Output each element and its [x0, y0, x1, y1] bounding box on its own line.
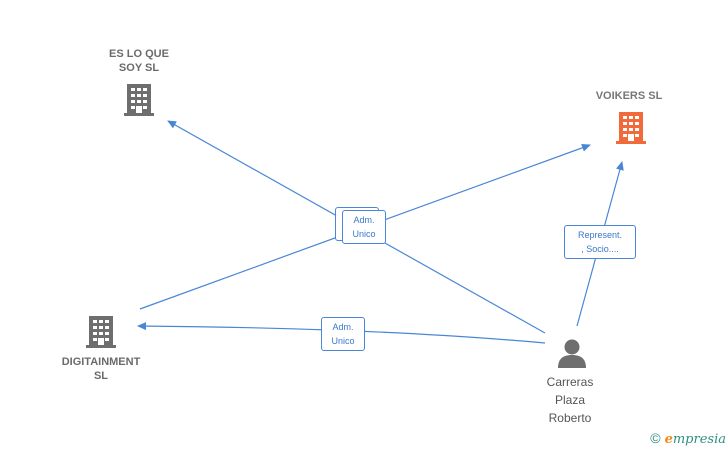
- edge-label-line: Unico: [352, 229, 376, 239]
- building-icon[interactable]: [124, 84, 154, 116]
- building-icon-highlight[interactable]: [616, 112, 646, 144]
- copyright-icon: ©: [650, 430, 661, 446]
- label-line: Plaza: [554, 393, 586, 407]
- brand-logo-text: mpresia: [672, 432, 726, 447]
- label-line: Roberto: [548, 411, 592, 425]
- label-line: SOY SL: [118, 62, 160, 74]
- edge-label-adm-unico-bottom[interactable]: Adm. Unico: [321, 317, 365, 351]
- company-label-digitainment[interactable]: DIGITAINMENT SL: [51, 355, 151, 383]
- edge-label-represent-socio[interactable]: Represent. , Socio....: [564, 225, 636, 259]
- label-line: ES LO QUE: [109, 48, 169, 60]
- edge-label-adm-unico-top[interactable]: Adm. Unico: [342, 210, 386, 244]
- edge-label-line: Adm.: [332, 322, 354, 332]
- person-label-carreras-plaza-roberto[interactable]: Carreras Plaza Roberto: [530, 373, 610, 427]
- edge-label-line: Represent.: [577, 230, 623, 240]
- label-line: DIGITAINMENT: [61, 356, 141, 368]
- person-icon[interactable]: [558, 339, 586, 369]
- edge-label-line: , Socio....: [581, 244, 619, 254]
- label-line: Carreras: [546, 375, 594, 389]
- label-line: SL: [93, 370, 109, 382]
- building-icon[interactable]: [86, 316, 116, 348]
- company-label-voikers[interactable]: VOIKERS SL: [579, 89, 679, 103]
- company-label-es-lo-que[interactable]: ES LO QUE SOY SL: [94, 47, 184, 75]
- empresia-watermark[interactable]: ©empresia: [650, 430, 726, 447]
- edge-label-line: Unico: [331, 336, 355, 346]
- brand-logo-letter: e: [664, 432, 673, 447]
- edge-label-line: Adm.: [353, 215, 375, 225]
- label-line: VOIKERS SL: [595, 90, 663, 102]
